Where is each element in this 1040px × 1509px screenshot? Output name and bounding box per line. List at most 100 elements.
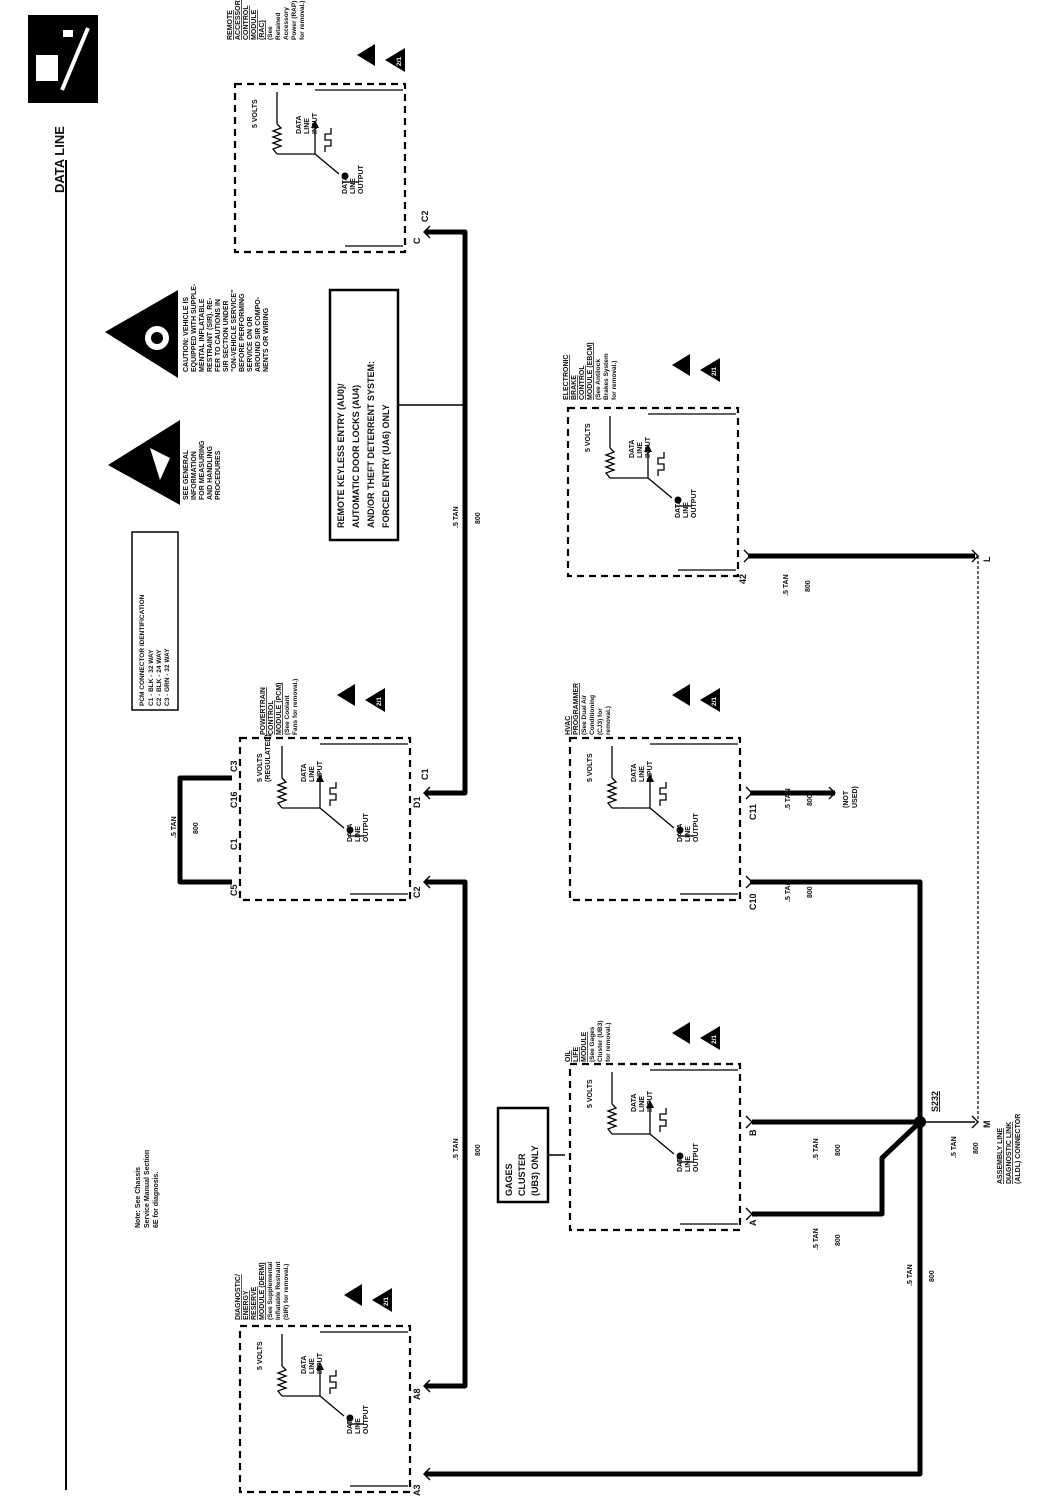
input-arrow-icon [644, 444, 652, 452]
section-badge-label: 2/1 [383, 1297, 390, 1306]
wire-splice-derm-gauge: .5 TAN [907, 1264, 914, 1286]
rke-option-box: REMOTE KEYLESS ENTRY (AU0)/AUTOMATIC DOO… [328, 288, 400, 542]
wire-hvac-splice-circuit: 800 [807, 886, 814, 898]
hvac-c11-terminal [745, 786, 753, 800]
module-name-line: PROGRAMMER [573, 683, 580, 735]
esd-warning-icon [337, 684, 355, 706]
ground-icon [346, 1414, 354, 1422]
page-title: DATA LINE [52, 126, 67, 193]
module-name-line: BRAKE [571, 375, 578, 400]
input-arrow-icon [316, 774, 324, 782]
caution-sir-line: FER TO CAUTIONS IN [215, 299, 222, 372]
wire-oil-a-circuit: 800 [835, 1234, 842, 1246]
pullup-resistor [604, 447, 616, 479]
data-line-output-label: LINE [350, 178, 357, 194]
caution-sir-line: AROUND SIR COMPO- [255, 296, 262, 372]
data-line-input-label: INPUT [647, 1090, 654, 1112]
five-volts-label: 5 VOLTS [257, 753, 264, 782]
data-line-output-label: LINE [685, 1156, 692, 1172]
caution-sir-line: SERVICE ON OR [247, 317, 254, 373]
caution-sir-line: "ON-VEHICLE SERVICE" [231, 290, 238, 372]
module-name-line: CONTROL [579, 365, 586, 400]
module-note-line: Cluster (UB3) [597, 1020, 604, 1062]
caution-sir-line: SIR SECTION UNDER [223, 300, 230, 372]
pulse-waveform-icon [657, 452, 665, 476]
caution-general-icon [108, 420, 180, 505]
dlc-pin-l-terminal [971, 549, 979, 563]
wires [177, 229, 979, 1477]
module-note-line: (See Coolant [284, 694, 291, 735]
module-name-line: MODULE (DERM) [259, 1262, 266, 1320]
wire-oil-b-gauge: .5 TAN [813, 1138, 820, 1160]
rke-option-line: AND/OR THEFT DETERRENT SYSTEM: [366, 361, 376, 528]
module-note-line: Inflatable Restraint [275, 1261, 282, 1320]
output-switch [314, 153, 340, 175]
module-note-line: (See Gages [589, 1026, 596, 1062]
module-name-line: MODULE [251, 9, 258, 40]
module-note-line: Fans for removal.) [292, 679, 299, 735]
data-line-input-label: DATA [301, 764, 308, 782]
pcm-id-title: PCM CONNECTOR IDENTIFICATION [139, 594, 146, 706]
esd-warning-icon [357, 44, 375, 66]
module-outline [568, 1062, 742, 1232]
pin-pcm-c1: C1 [420, 768, 430, 780]
data-line-output-label: DATA [347, 824, 354, 842]
caution-general-line: PROCEDURES [215, 450, 222, 500]
module-name-line: MODULE (EBCM) [587, 342, 594, 400]
pin-pcm-c2: C2 [412, 886, 422, 898]
module-outline [566, 406, 740, 578]
pullup-resistor [606, 777, 618, 809]
pullup-resistor [271, 123, 283, 155]
esd-warning-icon [344, 1284, 362, 1306]
section-badge-icon [700, 1026, 720, 1050]
output-switch [319, 807, 345, 829]
dlc-label-line: ASSEMBLY LINE [997, 1128, 1004, 1184]
section-badge-label: 2/1 [711, 367, 718, 376]
data-line-input-label: LINE [637, 442, 644, 458]
pin-pcm-d1: D1 [412, 796, 422, 808]
splice-s232-dot [914, 1116, 926, 1128]
module-note-line: removal.) [605, 706, 612, 735]
pin-pcm-c5: C5 [229, 884, 239, 896]
section-badge-label: 2/1 [396, 57, 403, 66]
module-name-line: (RAC) [259, 20, 266, 40]
data-line-output-label: OUTPUT [691, 489, 698, 519]
data-line-input-label: INPUT [647, 760, 654, 782]
pin-rac-c2: C2 [420, 210, 430, 222]
caution-general-line: SEE GENERAL [183, 449, 190, 500]
pin-dlc-l: L [982, 556, 992, 562]
section-badge-icon [385, 48, 405, 72]
wire-pcm-derm-gauge: .5 TAN [453, 1138, 460, 1160]
data-line-output-label: OUTPUT [363, 1405, 370, 1435]
wire-ebcm-dlc-gauge: .5 TAN [783, 574, 790, 596]
data-line-input-label: DATA [629, 440, 636, 458]
module-note-line: for removal.) [299, 1, 306, 40]
module-name-line: CONTROL [268, 700, 275, 735]
caution-general-line: FOR MEASURING [199, 440, 206, 500]
pulse-waveform-icon [329, 782, 337, 806]
rac-pin-terminal [423, 225, 431, 239]
module-outline [238, 736, 412, 902]
caution-sir-line: EQUIPPED WITH SUPPLE- [191, 283, 198, 372]
pcm-id-row: C1 - BLK - 32 WAY [148, 649, 155, 706]
derm-a8-terminal [423, 1379, 431, 1393]
derm-a3-terminal [423, 1467, 431, 1481]
wire-hvac-notused-gauge: .5 TAN [785, 788, 792, 810]
module-name-line: HVAC [565, 716, 572, 735]
module-note-line: Conditioning [589, 695, 596, 735]
wire-pcm-derm-circuit: 800 [475, 1144, 482, 1156]
pulse-waveform-icon [329, 1370, 337, 1394]
wire-oil-b-circuit: 800 [835, 1144, 842, 1156]
module-note-line: (See Supplemental [267, 1262, 274, 1320]
